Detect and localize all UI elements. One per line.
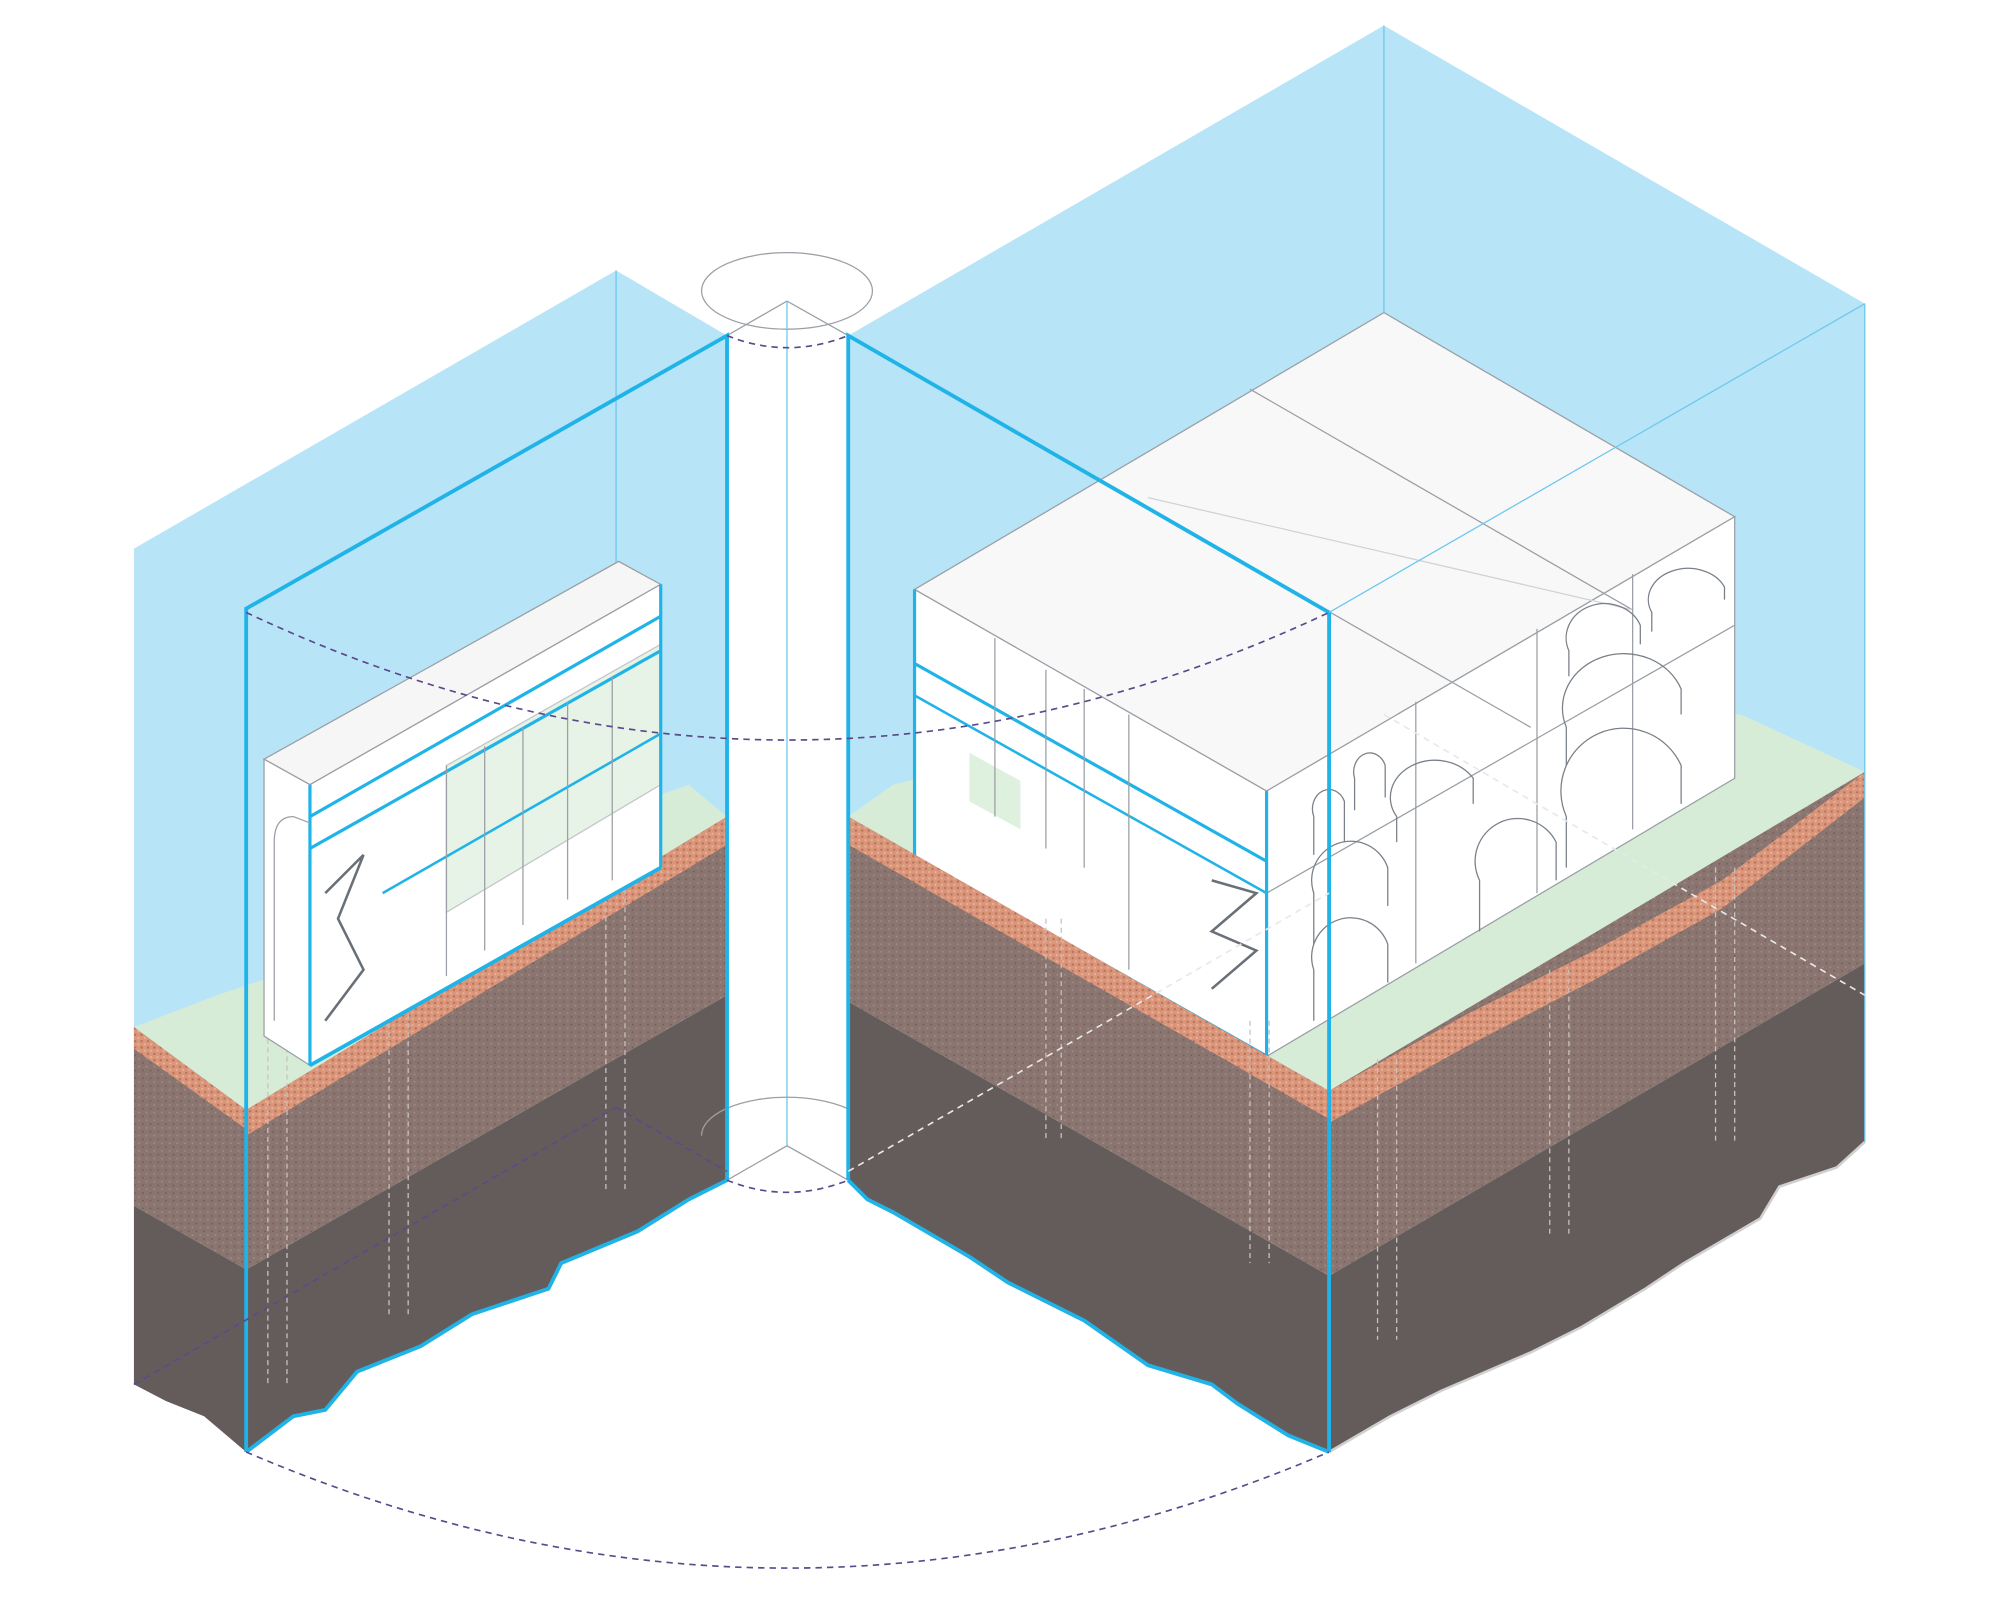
left-building-section [262, 560, 663, 1068]
left-side-soil [133, 1027, 247, 1270]
right-side-topsoil [1329, 771, 1865, 1123]
left-front-soil [246, 816, 728, 1270]
right-site-block [846, 25, 1866, 1454]
left-side-bedrock [133, 1205, 247, 1452]
left-site-block [133, 270, 728, 1454]
central-axis-column [700, 251, 874, 1181]
left-front-bedrock [246, 995, 728, 1452]
arched-windows [1311, 567, 1726, 1021]
right-side-bedrock [1329, 963, 1865, 1452]
left-side-topsoil [133, 1027, 247, 1130]
left-bedrock-edge [245, 1178, 728, 1454]
cut-frame [244, 303, 1866, 1452]
right-bedrock-edge [846, 1178, 1330, 1454]
rotation-guides [133, 334, 1866, 1569]
right-front-bedrock [848, 1001, 1330, 1452]
right-front-soil [848, 816, 1330, 1276]
right-front-topsoil [848, 816, 1330, 1119]
right-piles [1045, 867, 1736, 1340]
left-piles [267, 880, 626, 1385]
